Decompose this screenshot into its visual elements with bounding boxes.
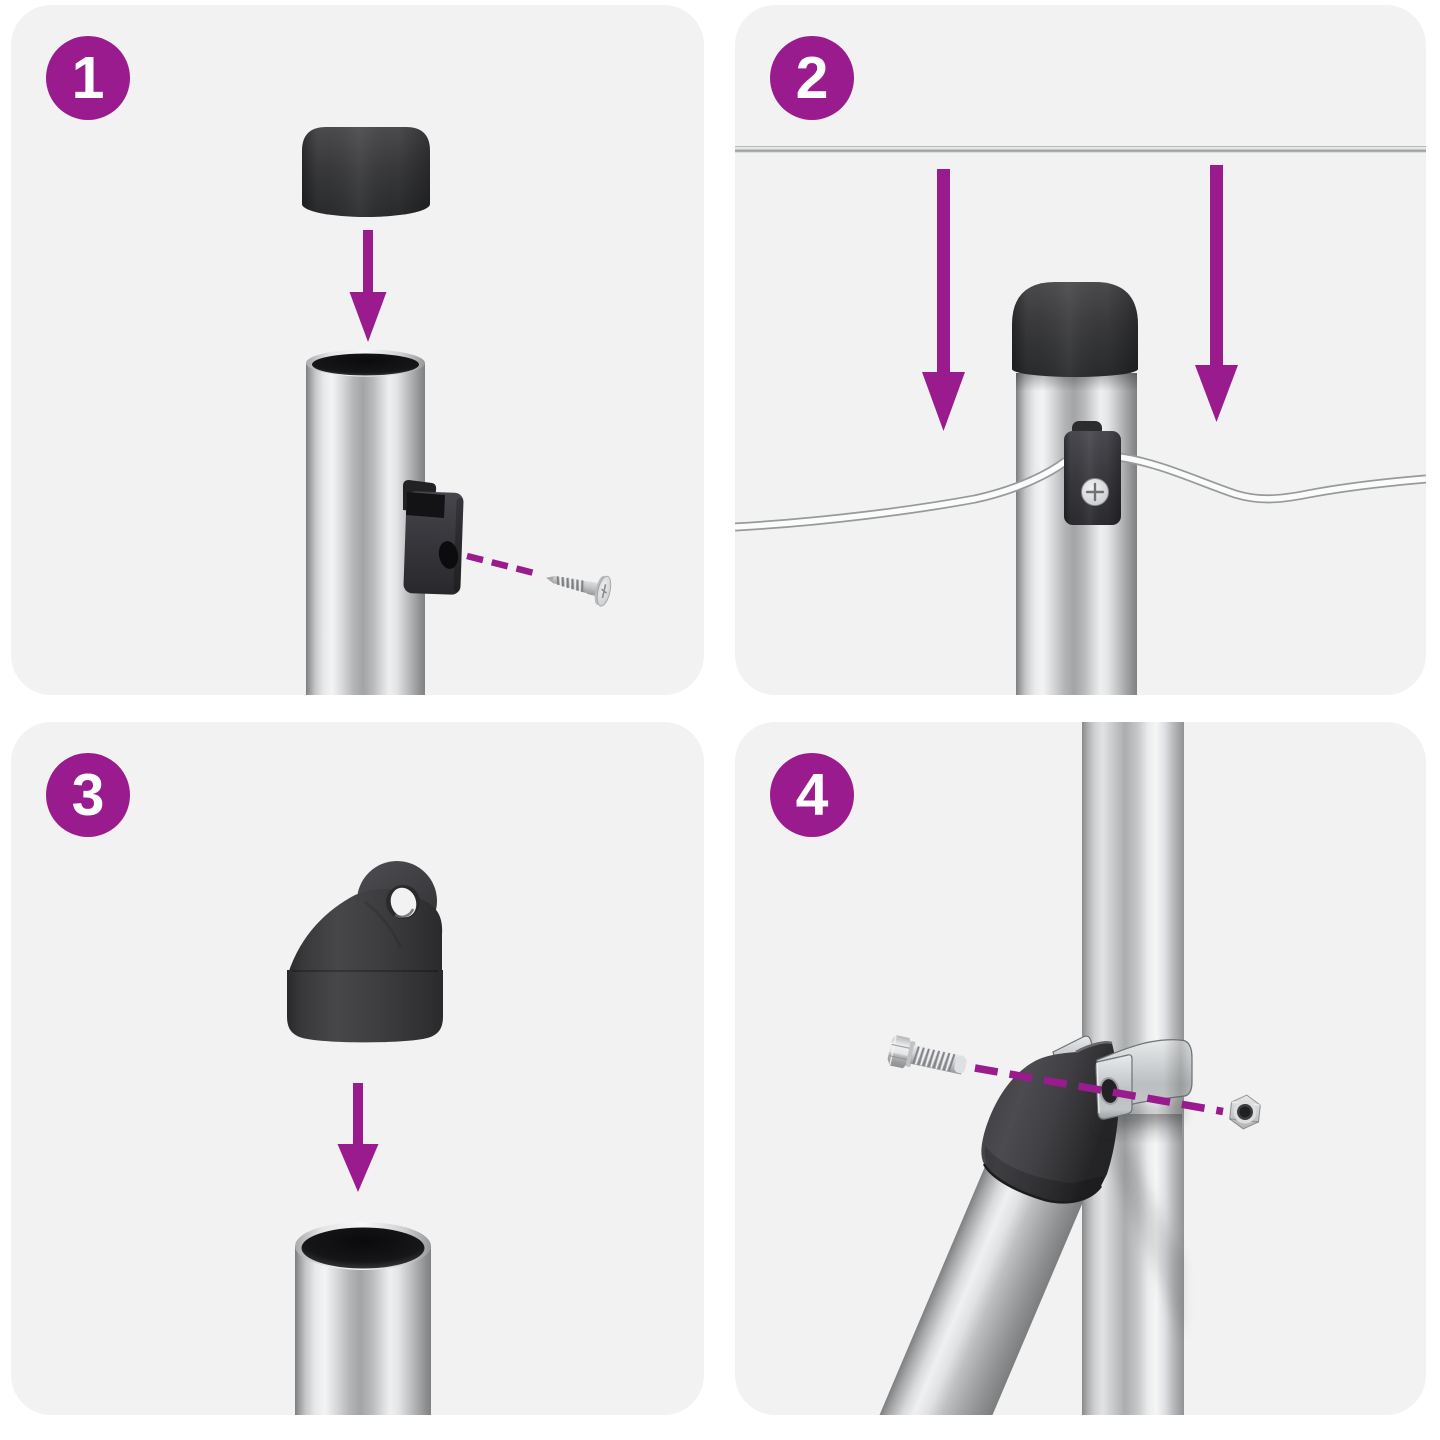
eyelet-cap-icon — [287, 861, 443, 1043]
guide-dashed-line — [466, 552, 539, 578]
down-arrow-icon — [349, 230, 387, 342]
down-arrow-icon — [337, 1083, 379, 1192]
step-2-illustration — [735, 146, 1426, 695]
step-4-panel: 4 — [735, 722, 1426, 1415]
step-1-illustration — [302, 127, 612, 695]
step-4-illustration — [858, 722, 1261, 1415]
step-3-number: 3 — [71, 761, 105, 828]
step-3-illustration — [287, 861, 443, 1415]
step-4-badge: 4 — [770, 753, 854, 837]
hex-nut-icon — [1229, 1094, 1261, 1130]
step-1-number: 1 — [71, 44, 105, 111]
wire-clip-icon — [403, 480, 464, 595]
strut-sleeve-icon — [981, 1041, 1120, 1204]
straight-wire-icon — [735, 146, 1426, 153]
guide-dashed-line — [974, 1064, 1224, 1116]
diagonal-strut-icon — [858, 1041, 1120, 1415]
step-1-badge: 1 — [46, 36, 130, 120]
step-3-panel: 3 — [11, 722, 704, 1415]
post-tube-icon — [306, 349, 425, 695]
post-tube-icon — [295, 1222, 431, 1415]
step-2-number: 2 — [795, 44, 829, 111]
wire-right-icon — [1118, 452, 1426, 504]
hex-bolt-icon — [887, 1035, 967, 1075]
wire-clip-front-icon — [1064, 421, 1121, 525]
screw-icon — [546, 575, 612, 607]
step-3-badge: 3 — [46, 753, 130, 837]
down-arrow-right-icon — [1195, 165, 1238, 422]
step-1-panel: 1 — [11, 5, 704, 695]
step-4-number: 4 — [795, 761, 829, 828]
wire-left-icon — [735, 457, 1069, 532]
step-2-badge: 2 — [770, 36, 854, 120]
down-arrow-left-icon — [922, 169, 965, 431]
step-2-panel: 2 — [735, 5, 1426, 695]
post-end-cap-icon — [302, 127, 430, 217]
